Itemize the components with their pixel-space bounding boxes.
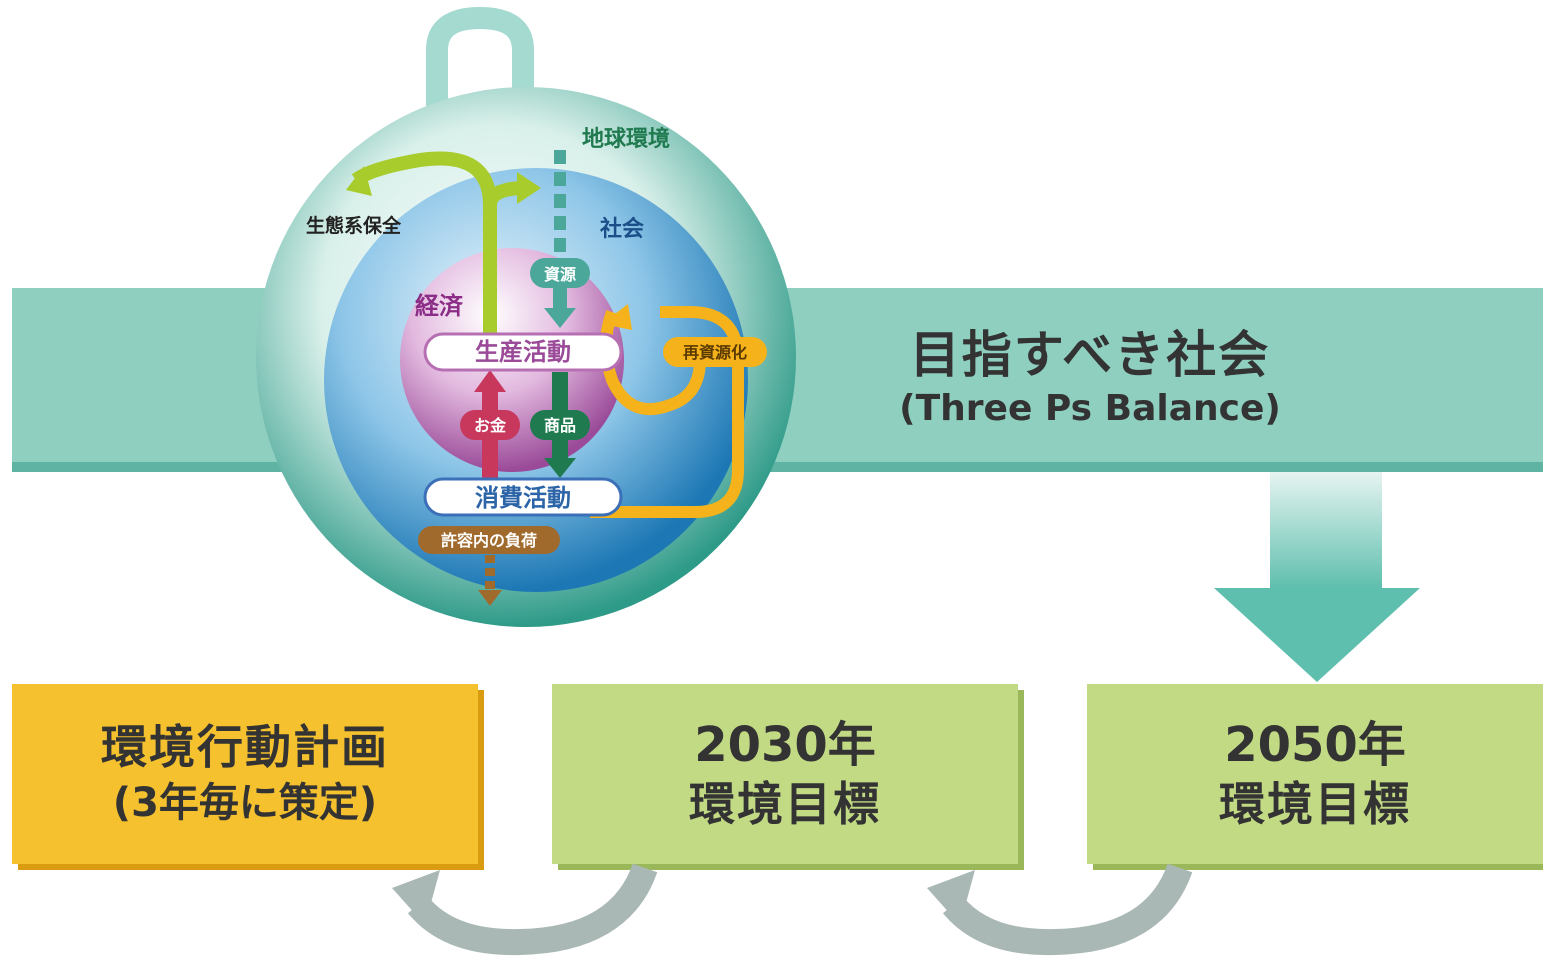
target-2030-box: 2030年 環境目標	[552, 684, 1018, 864]
money-badge: お金	[460, 410, 520, 440]
goods-badge: 商品	[530, 410, 590, 440]
money-label: お金	[474, 416, 507, 435]
down-arrow	[1214, 472, 1420, 682]
goal-text: 目指すべき社会 (Three Ps Balance)	[850, 325, 1330, 433]
production-label: 生産活動	[475, 338, 571, 366]
economy-label: 経済	[415, 292, 464, 320]
recycle-label: 再資源化	[683, 343, 747, 362]
target-2050-year: 2050年	[1224, 717, 1406, 773]
load-badge: 許容内の負荷	[418, 526, 560, 554]
plan-box-shape	[12, 684, 484, 870]
feedback-arrow-2050-to-2030	[927, 863, 1193, 956]
target-2050-label: 環境目標	[1219, 777, 1411, 831]
resources-label: 資源	[544, 265, 576, 284]
plan-title: 環境行動計画	[101, 720, 389, 774]
earth-environment-label: 地球環境	[582, 126, 670, 152]
goods-label: 商品	[544, 416, 576, 435]
consumption-pill: 消費活動	[423, 477, 623, 517]
ecosystem-arrows	[346, 151, 541, 350]
target-2030-label: 環境目標	[689, 777, 881, 831]
plan-box: 環境行動計画 (3年毎に策定)	[12, 684, 478, 864]
load-label: 許容内の負荷	[441, 531, 537, 550]
feedback-arrow-2030-to-plan	[392, 863, 658, 956]
target-2030-year: 2030年	[694, 717, 876, 773]
society-label: 社会	[600, 216, 644, 242]
target-2050-box: 2050年 環境目標	[1087, 684, 1543, 864]
goal-title: 目指すべき社会	[909, 326, 1271, 384]
load-arrow	[478, 555, 502, 606]
resource-arrow	[544, 150, 576, 328]
target-2050-box-shape	[1087, 684, 1543, 870]
target-2030-box-shape	[552, 684, 1024, 870]
plan-subtitle: (3年毎に策定)	[112, 780, 378, 826]
recycle-badge: 再資源化	[663, 337, 767, 367]
production-pill: 生産活動	[423, 332, 623, 372]
consumption-label: 消費活動	[475, 484, 571, 512]
resources-badge: 資源	[530, 258, 590, 288]
earth-loop	[426, 6, 534, 150]
ecosystem-label: 生態系保全	[306, 214, 402, 237]
goal-subtitle: (Three Ps Balance)	[899, 388, 1281, 429]
